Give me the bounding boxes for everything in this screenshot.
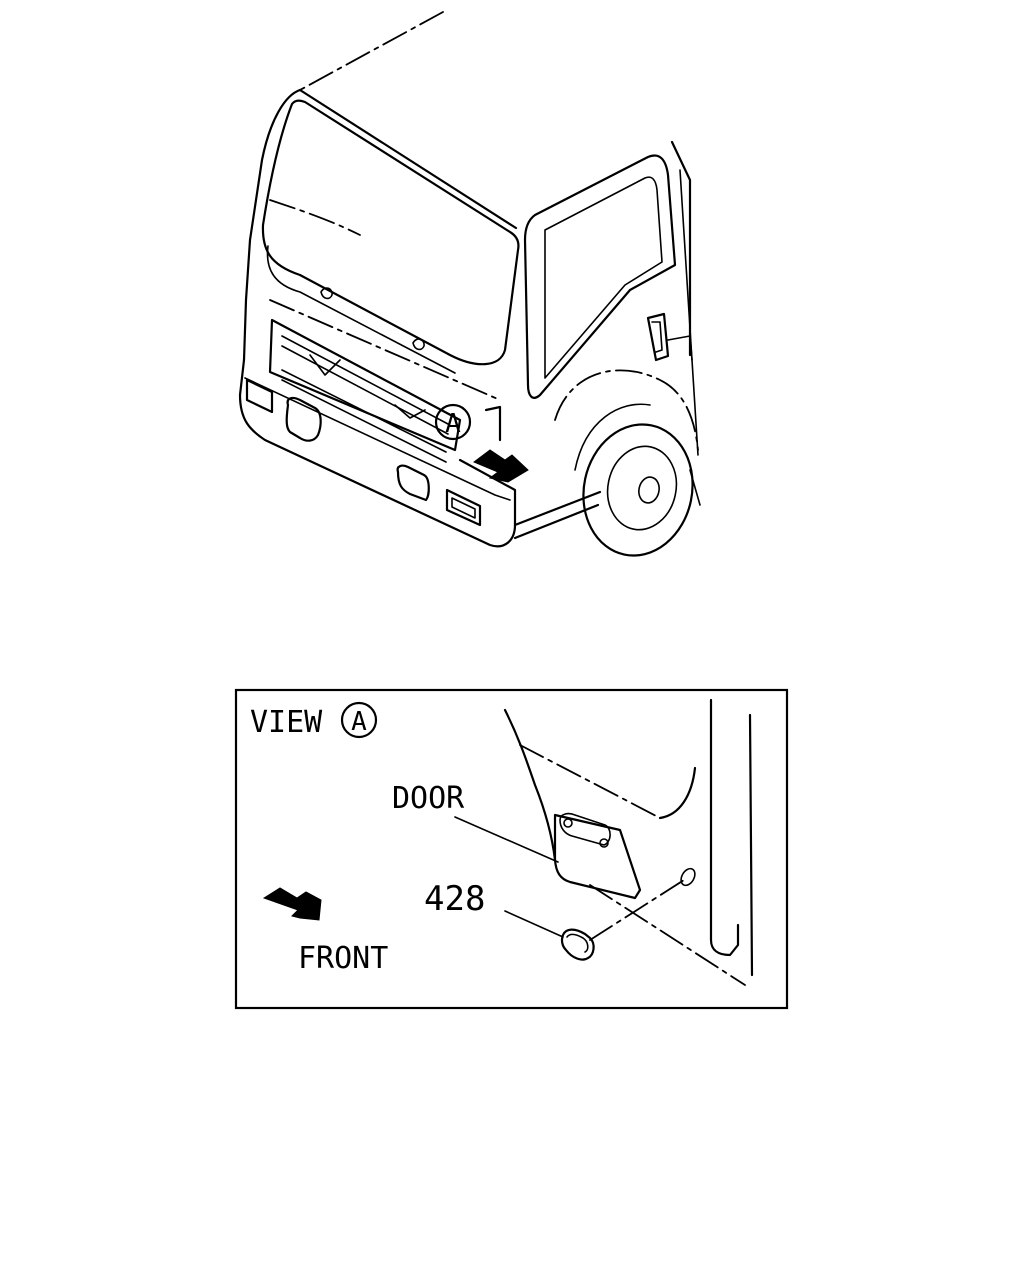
truck-cab-illustration: A	[238, 11, 701, 557]
part-number-label: 428	[424, 879, 485, 919]
callout-letter-truck: A	[445, 409, 461, 439]
front-wheel	[582, 423, 694, 557]
detail-frame	[234, 688, 789, 1010]
fender-curve	[658, 766, 697, 820]
cab-front-edge	[242, 88, 302, 362]
cab-side-rear	[679, 169, 699, 456]
grommet-install-line	[589, 879, 685, 941]
headlight-right-inner	[451, 497, 476, 519]
door-window-outer	[523, 154, 677, 399]
grille-emblem	[309, 354, 341, 376]
rear-pillar	[709, 698, 740, 957]
front-direction-arrow-truck	[473, 449, 529, 483]
mudflap-edge	[689, 469, 701, 506]
headlight-left	[245, 378, 274, 414]
cab-top-edge	[298, 88, 518, 230]
step-bolt-2	[599, 838, 609, 848]
headlight-right	[445, 488, 482, 527]
front-label: FRONT	[298, 941, 388, 976]
step-bolt-1	[563, 818, 573, 828]
door-label: DOOR	[392, 781, 465, 816]
foglight-right	[396, 464, 430, 502]
wiper-pivot-left	[320, 287, 333, 300]
view-word: VIEW	[250, 705, 323, 740]
bumper-top-line	[244, 377, 511, 501]
door-edge-curve	[503, 708, 557, 862]
wheel-arch-dashed	[554, 369, 699, 451]
grille-outline	[268, 318, 462, 452]
detail-view-a: VIEW A DOOR 428 FRONT	[234, 688, 789, 1010]
grille-emblem-2	[394, 404, 426, 419]
wheel-arch-inner	[574, 403, 651, 471]
wheel-rim	[606, 445, 678, 531]
door-handle-inner	[651, 321, 663, 353]
windshield	[261, 99, 520, 366]
grille-slat-1	[281, 335, 449, 425]
wheel-hub	[638, 476, 660, 504]
callout-leader	[484, 405, 502, 442]
view-letter-circle	[340, 701, 378, 739]
callout-circle-truck	[434, 403, 472, 441]
lower-sill	[513, 490, 602, 540]
grommet-inner	[566, 933, 589, 953]
door-panel-line	[519, 744, 661, 819]
bumper-outline	[238, 358, 517, 548]
door-window-inner	[544, 176, 663, 379]
grille-slat-3	[281, 369, 447, 453]
cab-rear-edge	[670, 140, 692, 357]
rear-panel-edge	[748, 713, 754, 977]
wiper-pivot-right	[412, 338, 425, 351]
roof-panel-line	[269, 199, 361, 236]
step-plate	[553, 813, 642, 900]
foglight-left	[285, 396, 322, 442]
mounting-hole	[680, 867, 696, 887]
door-leader-line	[454, 816, 559, 863]
roof-line-dashed	[299, 11, 444, 91]
windshield-lower-trim	[266, 245, 456, 374]
grille-slat-4	[281, 379, 447, 463]
part-leader-line	[504, 910, 564, 938]
grommet-part	[560, 928, 595, 961]
door-handle	[646, 312, 670, 362]
lower-body-line	[589, 884, 746, 986]
step-trim	[667, 335, 693, 361]
step-hole	[559, 812, 611, 846]
view-letter: A	[351, 707, 367, 737]
grille-slat-2	[281, 345, 449, 435]
hood-line	[269, 299, 501, 401]
front-direction-arrow-detail	[262, 887, 322, 921]
